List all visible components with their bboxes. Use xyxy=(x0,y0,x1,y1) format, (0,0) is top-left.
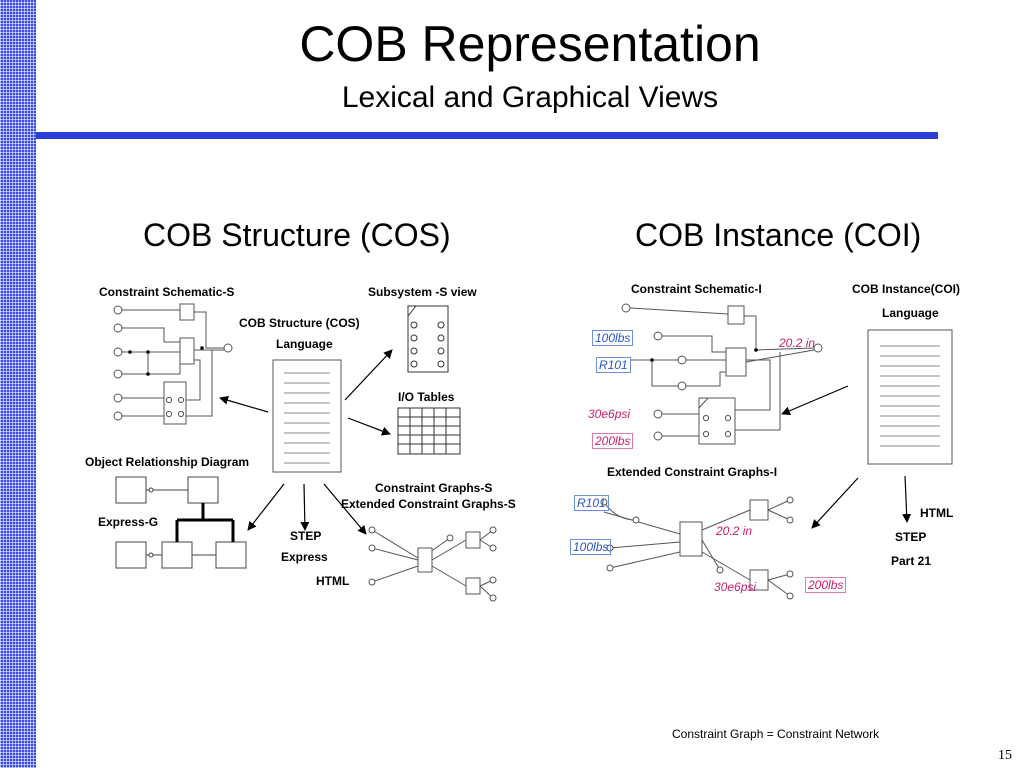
html-label-right: HTML xyxy=(920,506,954,520)
schematic-value-200lbs: 200lbs xyxy=(592,433,634,449)
slide-title: COB Representation xyxy=(299,16,761,72)
schematic-value-r101: R101 xyxy=(596,357,631,373)
subsystem-view-label: Subsystem -S view xyxy=(368,285,477,299)
coi-instance-title: COB Instance(COI) xyxy=(852,282,961,296)
constraint-schematic-i-label: Constraint Schematic-I xyxy=(631,282,762,296)
title-divider xyxy=(36,132,938,139)
step-label-right: STEP xyxy=(895,530,927,544)
constraint-graphs-s-label: Constraint Graphs-S xyxy=(375,481,493,495)
io-table-grid xyxy=(397,407,461,455)
coi-language-label: Language xyxy=(882,306,939,320)
coi-heading: COB Instance (COI) xyxy=(635,217,922,253)
footer-note: Constraint Graph = Constraint Network xyxy=(672,727,880,741)
extended-graphs-i-label: Extended Constraint Graphs-I xyxy=(607,465,778,479)
cos-language-label: Language xyxy=(276,337,333,351)
constraint-schematic-i xyxy=(621,303,823,445)
graph-value-100lbs: 100lbs xyxy=(570,539,612,555)
express-g-label: Express-G xyxy=(98,515,159,529)
graph-value-200lbs: 200lbs xyxy=(805,577,847,593)
express-label: Express xyxy=(281,550,328,564)
extended-constraint-graph-i xyxy=(600,496,794,600)
html-label-left: HTML xyxy=(316,574,350,588)
graph-value-r101: R101 xyxy=(574,495,609,511)
page-number: 15 xyxy=(998,748,1012,763)
schematic-value-20in: 20.2 in xyxy=(779,336,816,350)
io-tables-label: I/O Tables xyxy=(398,390,455,404)
sidebar-pattern xyxy=(0,0,36,768)
schematic-value-100lbs: 100lbs xyxy=(592,330,634,346)
coi-arrows xyxy=(781,385,912,529)
step-label-left: STEP xyxy=(290,529,322,543)
constraint-schematic-s-label: Constraint Schematic-S xyxy=(99,285,235,299)
express-g-diagram xyxy=(115,476,247,569)
coi-language-document xyxy=(867,329,953,465)
object-relationship-label: Object Relationship Diagram xyxy=(85,455,250,469)
cos-language-title: COB Structure (COS) xyxy=(239,316,360,330)
cos-heading: COB Structure (COS) xyxy=(143,217,451,253)
subsystem-view-chip xyxy=(407,305,449,373)
constraint-schematic-s xyxy=(113,303,233,425)
constraint-graph-s xyxy=(368,526,497,602)
cos-language-document xyxy=(272,359,342,473)
graph-value-20in: 20.2 in xyxy=(716,524,753,538)
schematic-value-30e6psi: 30e6psi xyxy=(588,407,631,421)
extended-graphs-s-label: Extended Constraint Graphs-S xyxy=(341,497,516,511)
cos-arrows xyxy=(219,349,393,535)
part21-label: Part 21 xyxy=(891,554,932,568)
slide-subtitle: Lexical and Graphical Views xyxy=(341,81,719,114)
graph-value-30e6psi: 30e6psi xyxy=(714,580,757,594)
